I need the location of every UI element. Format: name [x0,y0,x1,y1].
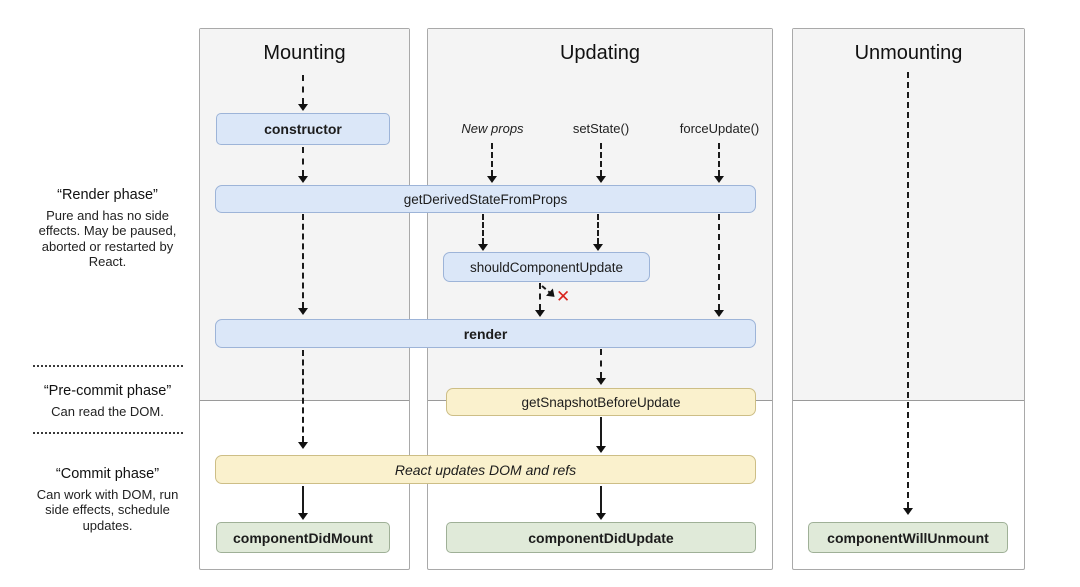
mounting-column-title: Mounting [263,42,346,64]
arrowhead [593,244,603,251]
arrow-new-props-to-gdsfp [491,143,493,176]
arrow-unmounting-to-component-will-unmount [907,72,909,508]
arrow-force-update-to-render [718,214,720,310]
updating-column-title: Updating [559,42,641,64]
arrowhead [298,513,308,520]
arrow-force-update-to-gdsfp [718,143,720,176]
update-blocked-x-icon: ✕ [556,287,571,306]
arrowhead [596,446,606,453]
arrowhead [535,310,545,317]
phase-label-render: “Render phase” Pure and has no side effe… [25,187,190,269]
arrowhead [714,310,724,317]
arrow-gdsfp-to-render-mounting [302,214,304,308]
trigger-new-props: New props [461,121,524,136]
phase-commit-description: Can work with DOM, run side effects, sch… [36,487,179,533]
arrowhead [903,508,913,515]
phase-pre-commit-title: “Pre-commit phase” [43,383,172,399]
phase-divider-bottom [33,432,183,434]
phase-label-pre-commit: “Pre-commit phase” Can read the DOM. [25,383,190,419]
node-get-snapshot-before-update: getSnapshotBeforeUpdate [446,388,756,416]
node-component-did-update: componentDidUpdate [446,522,756,553]
arrow-gdsfp-to-scu-left [482,214,484,244]
phase-pre-commit-description: Can read the DOM. [51,404,164,419]
arrow-dom-update-to-component-did-mount [302,486,304,513]
arrow-gdsfp-to-scu-right [597,214,599,244]
arrowhead [298,442,308,449]
arrowhead [714,176,724,183]
node-component-did-mount: componentDidMount [216,522,390,553]
arrowhead [596,513,606,520]
arrowhead [298,308,308,315]
arrow-dom-update-to-component-did-update [600,486,602,513]
arrowhead [298,176,308,183]
node-should-component-update: shouldComponentUpdate [443,252,650,282]
phase-render-title: “Render phase” [57,187,158,203]
arrowhead [487,176,497,183]
node-get-derived-state-from-props: getDerivedStateFromProps [215,185,756,213]
unmounting-column-title: Unmounting [854,42,963,64]
phase-commit-title: “Commit phase” [55,466,160,482]
arrow-constructor-to-gdsfp [302,147,304,176]
arrow-snapshot-to-dom-update [600,417,602,446]
arrow-render-to-snapshot [600,349,602,378]
trigger-force-update: forceUpdate() [679,121,760,136]
arrowhead [478,244,488,251]
arrowhead [298,104,308,111]
arrowhead [596,176,606,183]
arrow-set-state-to-gdsfp [600,143,602,176]
arrow-mounting-to-constructor [302,75,304,104]
node-react-updates-dom-and-refs: React updates DOM and refs [215,455,756,484]
trigger-set-state: setState() [572,121,630,136]
arrow-render-to-dom-update-mounting [302,350,304,442]
node-render: render [215,319,756,348]
arrow-scu-to-render [539,283,541,310]
node-component-will-unmount: componentWillUnmount [808,522,1008,553]
phase-divider-top [33,365,183,367]
arrowhead [596,378,606,385]
phase-label-commit: “Commit phase” Can work with DOM, run si… [25,466,190,533]
phase-render-description: Pure and has no side effects. May be pau… [38,208,177,269]
node-constructor: constructor [216,113,390,145]
